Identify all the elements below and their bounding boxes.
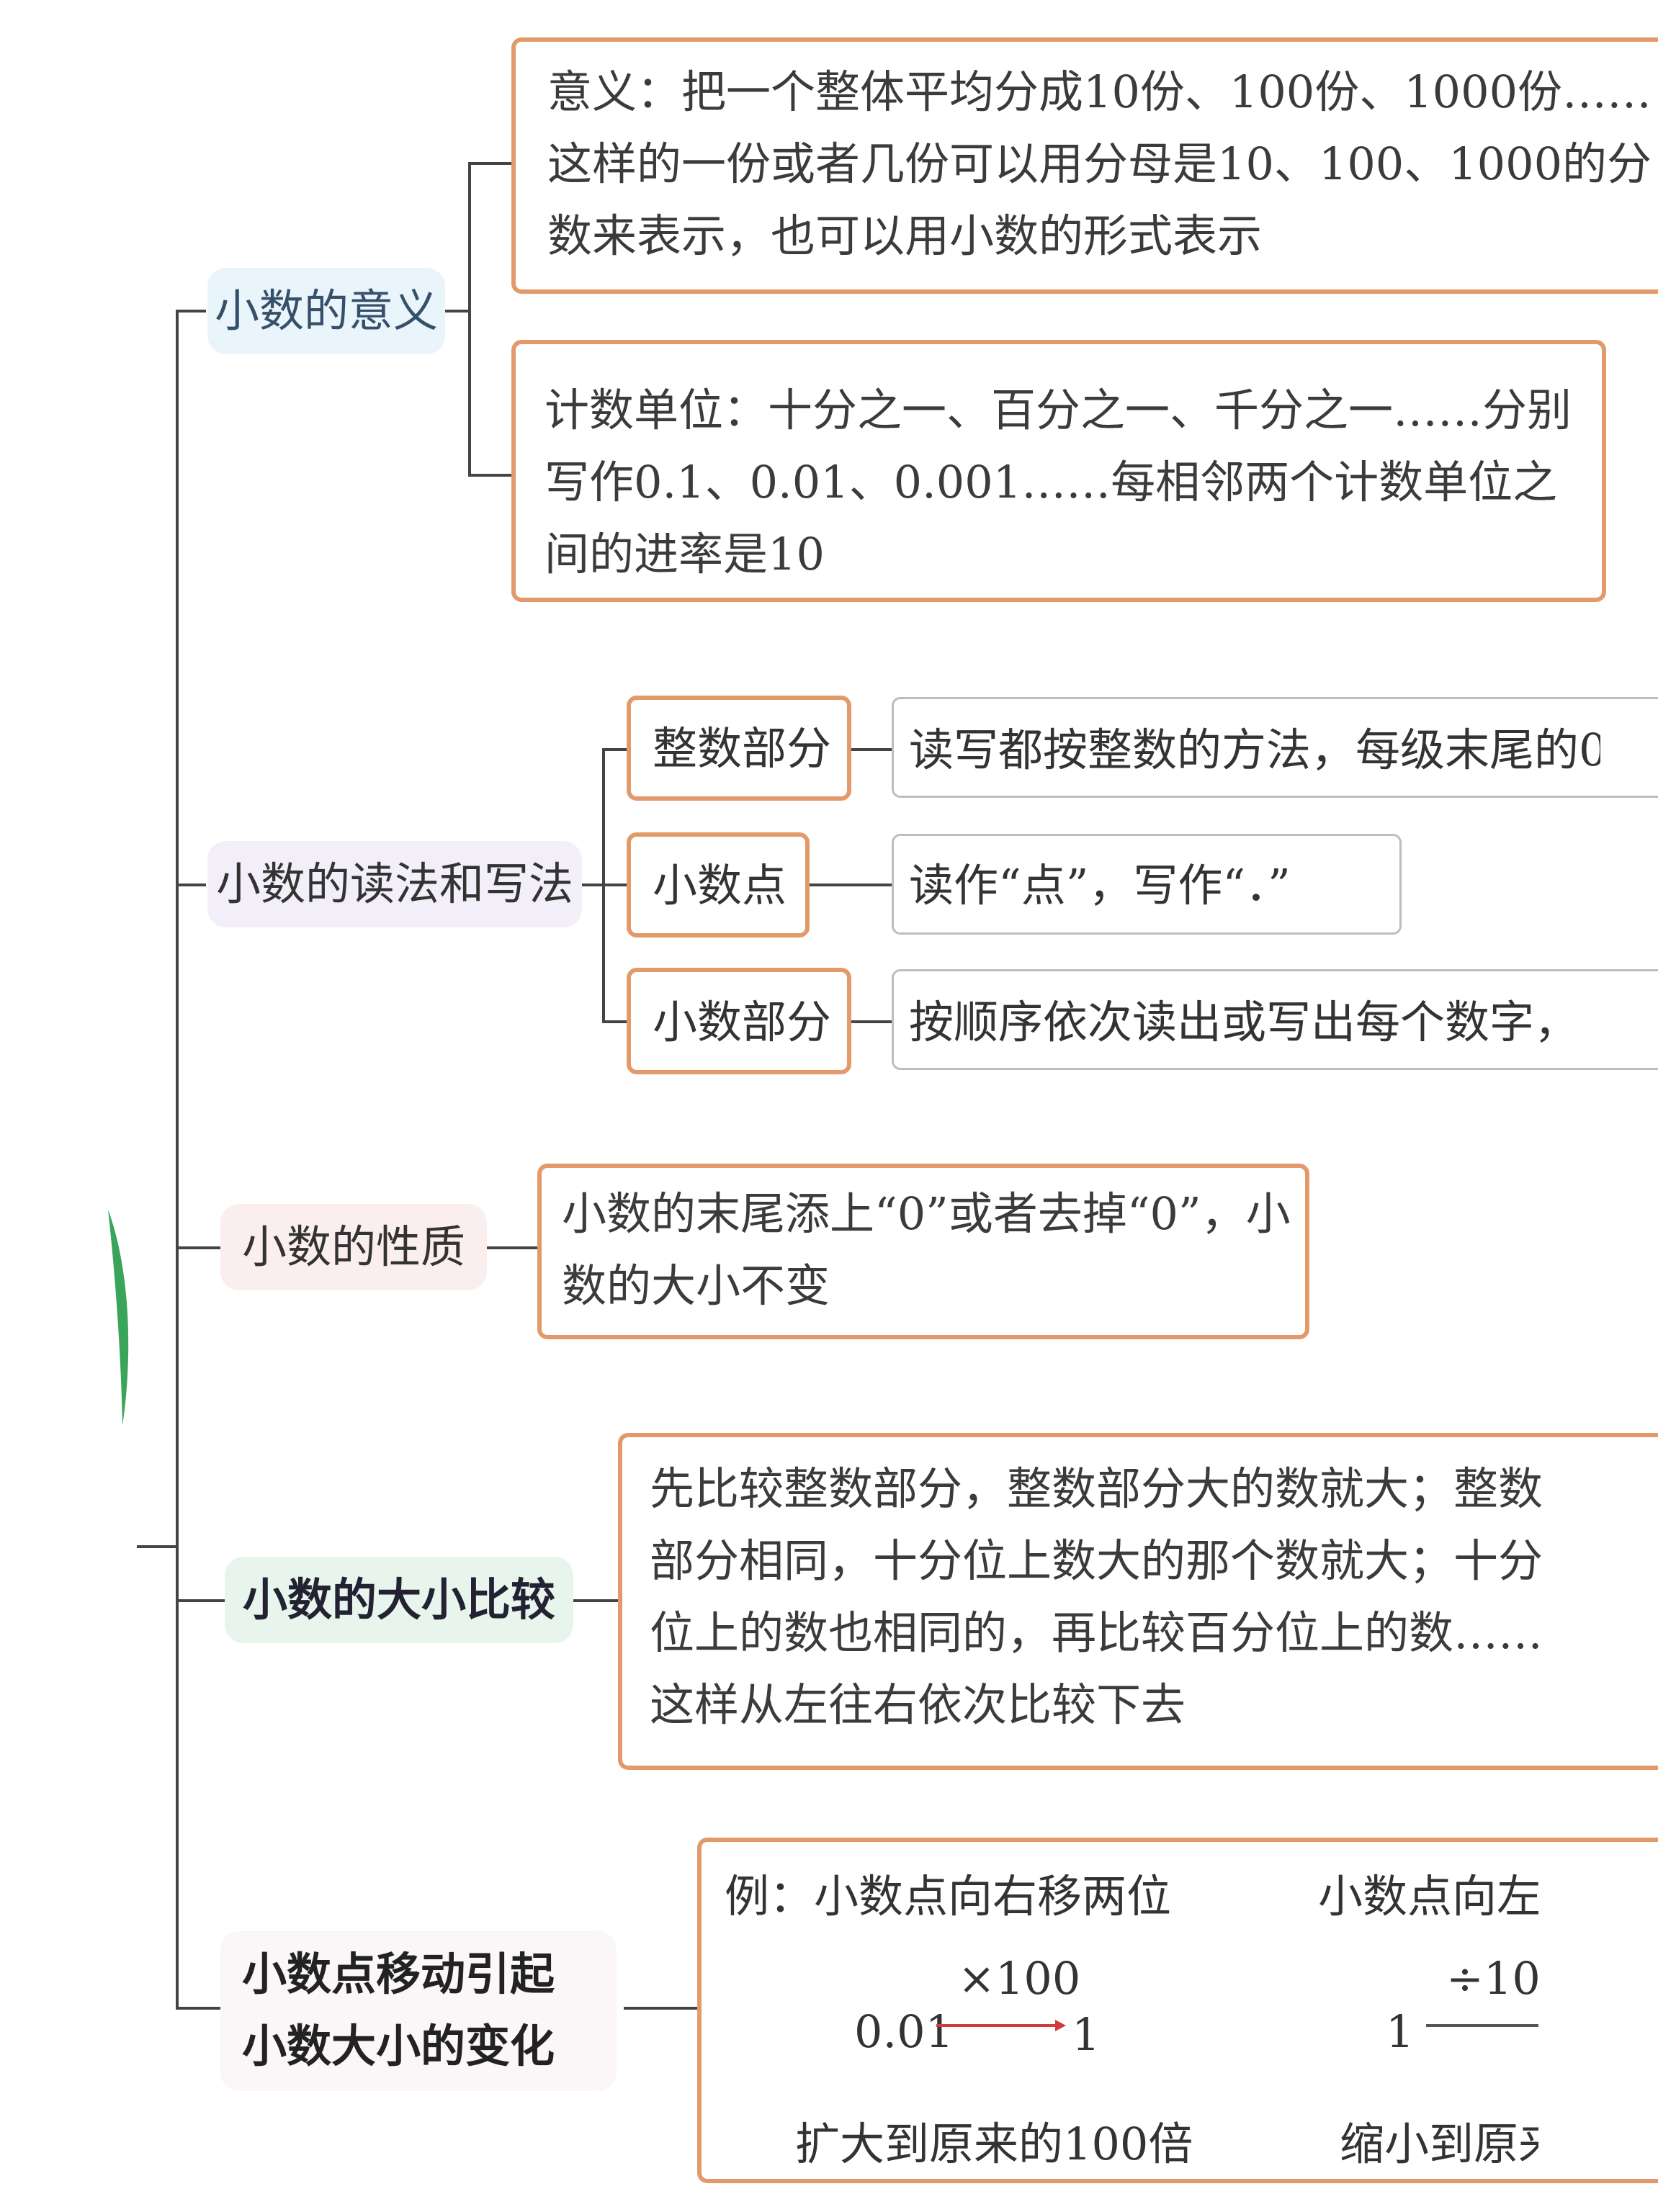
- example-right-title: 例：小数点向右移两位: [725, 1870, 1172, 1923]
- example-left-op: ÷100: [1446, 1952, 1538, 2005]
- property-text: 小数的末尾添上“0”或者去掉“0”，小数的大小不变: [562, 1187, 1291, 1312]
- example-right-op: ×100: [958, 1952, 1081, 2005]
- decimal-point-desc: 读作“点”，写作“．”: [909, 859, 1291, 912]
- decimal-part-box[interactable]: [627, 968, 851, 1074]
- left-tick: [137, 1545, 177, 1548]
- counting-unit-box: [511, 340, 1606, 602]
- right-arrow-icon: [936, 2020, 1066, 2031]
- decimal-point-desc-box: [892, 834, 1402, 935]
- example-right-to: 1: [1072, 2008, 1101, 2061]
- main-spine: [176, 311, 179, 2008]
- point-move-content: 例：小数点向右移两位 ×100 0.01 1 扩大到原来的100倍 小数点向左移…: [702, 1842, 1538, 2179]
- example-right-from: 0.01: [854, 2005, 954, 2058]
- counting-unit-text: 计数单位：十分之一、百分之一、千分之一……分别写作0.1、0.01、0.001……: [545, 384, 1572, 580]
- point-move-box: [697, 1838, 1658, 2183]
- integer-part-box[interactable]: [627, 696, 851, 801]
- example-left-from: 1: [1386, 2005, 1415, 2058]
- decimal-part-label: 小数部分: [653, 996, 832, 1048]
- topic-point-move[interactable]: 小数点移动引起小数大小的变化: [220, 1931, 617, 2091]
- definition-box: [511, 37, 1658, 294]
- topic-read-write[interactable]: 小数的读法和写法: [207, 841, 582, 927]
- decimal-part-desc: 按顺序依次读出或写出每个数字，: [909, 996, 1572, 1048]
- definition-text: 意义：把一个整体平均分成10份、100份、1000份……这样的一份或者几份可以用…: [547, 66, 1652, 262]
- compare-box: [618, 1433, 1658, 1770]
- decimal-part-desc-box: [892, 969, 1658, 1070]
- topic-decimal-meaning[interactable]: 小数的意义: [207, 268, 445, 354]
- example-left-result: 缩小到原来的: [1340, 2118, 1538, 2170]
- example-right-result: 扩大到原来的100倍: [795, 2118, 1193, 2170]
- left-move-line-icon: [1426, 2024, 1538, 2027]
- topic-decimal-property[interactable]: 小数的性质: [220, 1204, 487, 1290]
- topic-decimal-compare[interactable]: 小数的大小比较: [225, 1557, 573, 1643]
- decimal-point-label: 小数点: [653, 859, 787, 912]
- leaf-decoration-icon: [108, 1210, 129, 1426]
- example-left-title: 小数点向左移两位: [1318, 1870, 1538, 1923]
- property-box: [537, 1164, 1309, 1339]
- integer-part-label: 整数部分: [653, 722, 832, 775]
- compare-text: 先比较整数部分，整数部分大的数就大；整数部分相同，十分位上数大的那个数就大；十分…: [650, 1462, 1543, 1731]
- integer-part-desc: 读写都按整数的方法，每级末尾的0都不读: [909, 724, 1600, 776]
- integer-part-desc-box: [892, 697, 1658, 798]
- decimal-point-box[interactable]: [627, 832, 810, 938]
